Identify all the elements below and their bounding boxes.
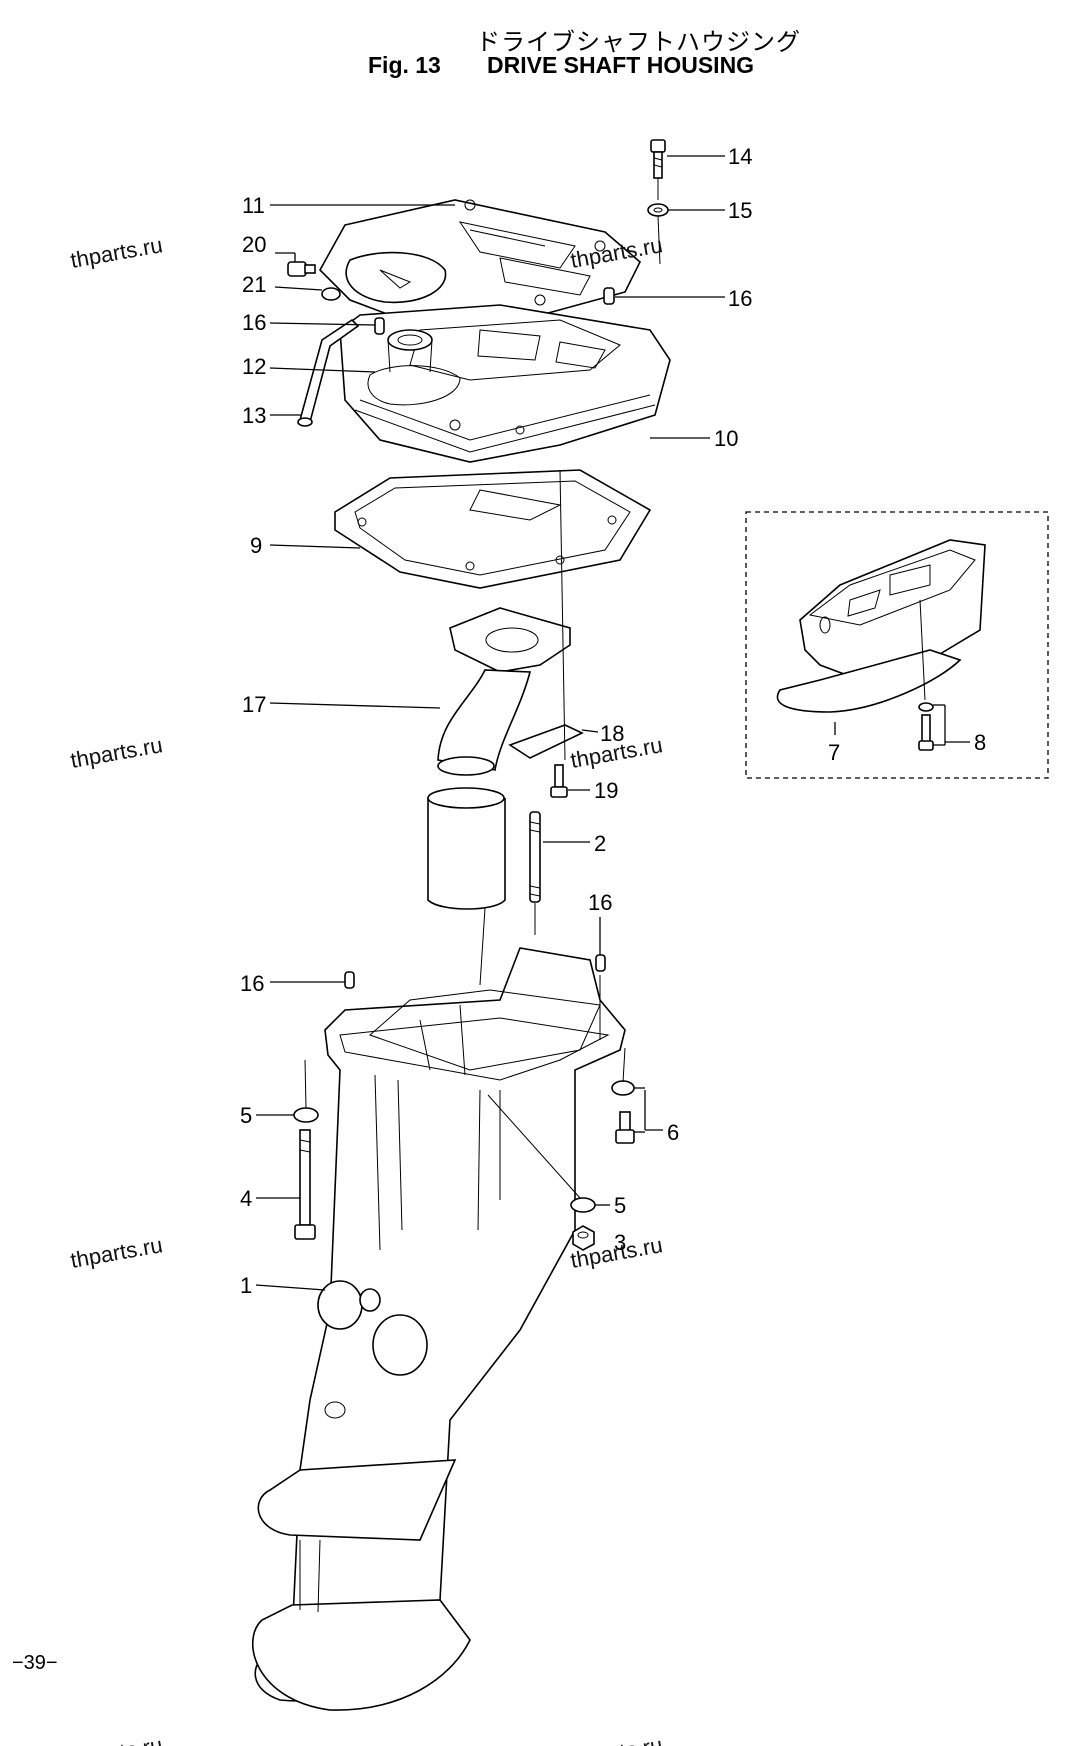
callout-5-left: 5 — [240, 1103, 252, 1128]
tube-13 — [297, 318, 360, 427]
dowel-pin-16b — [374, 317, 385, 335]
figure-title: DRIVE SHAFT HOUSING — [487, 52, 755, 78]
callout-16-top-left: 16 — [242, 310, 266, 335]
bolt-19 — [550, 764, 568, 798]
washer-6 — [611, 1080, 635, 1096]
callout-11: 11 — [242, 193, 265, 218]
japanese-title: ドライブシャフトハウジング — [476, 28, 801, 56]
bolt-14 — [650, 139, 666, 179]
watermark-3: thparts.ru — [69, 732, 165, 773]
plug-20 — [287, 261, 316, 277]
watermark-1: thparts.ru — [69, 232, 165, 273]
callout-13: 13 — [242, 403, 266, 428]
callout-16-lower-left: 16 — [240, 971, 264, 996]
callout-16-top-right: 16 — [728, 286, 752, 311]
callout-16-lower-right: 16 — [588, 890, 612, 915]
washer-21 — [321, 287, 341, 301]
callout-12: 12 — [242, 354, 266, 379]
callout-9: 9 — [250, 533, 262, 558]
drive-shaft-housing-1 — [252, 947, 626, 1711]
washer-5a — [293, 1107, 319, 1123]
figure-label: Fig. 13 — [368, 52, 441, 78]
callout-3: 3 — [614, 1230, 626, 1255]
bolt-6 — [615, 1111, 635, 1144]
drive-shaft-housing-upper — [339, 304, 671, 463]
callout-4: 4 — [240, 1186, 252, 1211]
bolt-4 — [294, 1129, 316, 1240]
callout-10: 10 — [714, 426, 738, 451]
stud-2 — [529, 811, 541, 903]
callout-1: 1 — [240, 1273, 252, 1298]
page-number: −39− — [12, 1652, 58, 1674]
watermark-8: thparts.ru — [569, 1732, 665, 1746]
washer-5b — [570, 1197, 596, 1213]
inset-box — [745, 511, 1049, 779]
callout-19: 19 — [594, 778, 618, 803]
exhaust-pipe-17 — [437, 607, 571, 776]
washer-15 — [647, 203, 669, 217]
dowel-pin-16a — [603, 287, 615, 305]
watermark-5: thparts.ru — [69, 1232, 165, 1273]
callout-2: 2 — [594, 831, 606, 856]
callout-14: 14 — [728, 144, 752, 169]
sleeve — [427, 787, 506, 910]
callout-numbers: 14 15 11 20 21 16 16 12 13 10 9 17 18 19… — [240, 144, 986, 1298]
nut-3 — [572, 1225, 595, 1251]
callout-17: 17 — [242, 692, 266, 717]
upper-mount-plate — [319, 199, 641, 333]
callout-7: 7 — [828, 740, 840, 765]
plate-18 — [508, 724, 584, 759]
callout-6: 6 — [667, 1120, 679, 1145]
callout-15: 15 — [728, 198, 752, 223]
gasket-9 — [334, 469, 652, 589]
dowel-pin-16c — [344, 971, 355, 989]
leader-lines — [255, 155, 970, 1291]
dowel-pin-16d — [595, 954, 606, 972]
callout-8: 8 — [974, 730, 986, 755]
callout-21: 21 — [242, 272, 266, 297]
housing-7-inset — [776, 539, 986, 713]
callout-18: 18 — [600, 721, 624, 746]
callout-5-right: 5 — [614, 1193, 626, 1218]
watermark-7: thparts.ru — [69, 1732, 165, 1746]
callout-20: 20 — [242, 232, 266, 257]
bolt-8-inset — [918, 702, 934, 751]
